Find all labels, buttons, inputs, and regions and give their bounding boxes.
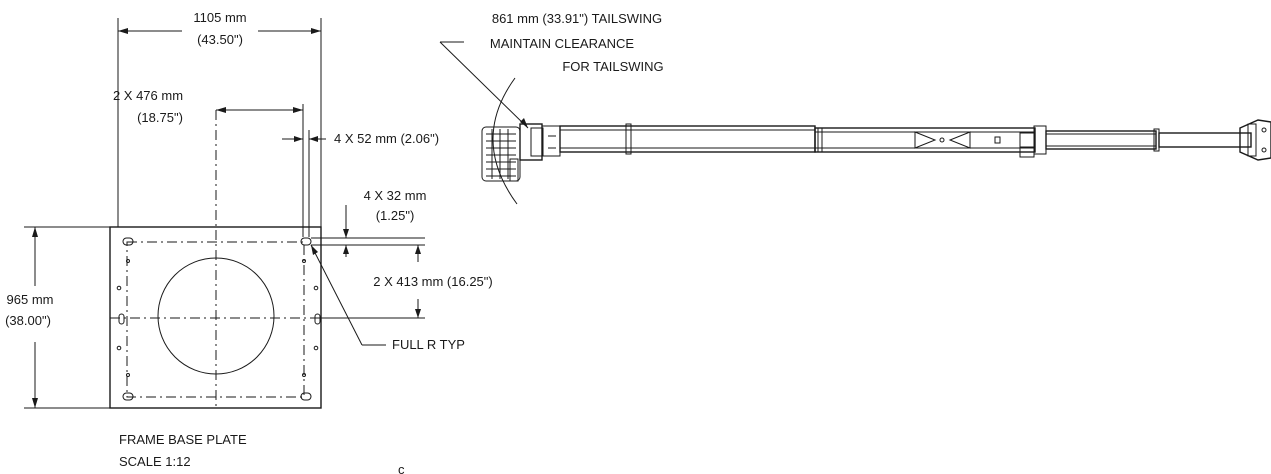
slot-mm-label: 4 X 32 mm <box>364 188 427 203</box>
plate-caption-scale: SCALE 1:12 <box>119 454 191 469</box>
boom-section-4 <box>1158 132 1252 148</box>
dimension-hole-spacing: 2 X 476 mm (18.75") <box>113 88 304 237</box>
dimension-slot: 4 X 32 mm (1.25") <box>311 188 426 257</box>
stray-mark: c <box>398 462 405 474</box>
boom-section-2 <box>814 127 1036 153</box>
corner-radius-leader: FULL R TYP <box>310 244 465 352</box>
mount-hole <box>126 259 130 263</box>
dimension-vertical-spacing: 2 X 413 mm (16.25") <box>321 245 493 319</box>
tailswing-line-3: FOR TAILSWING <box>562 59 663 74</box>
mount-hole <box>313 285 319 291</box>
plate-caption-title: FRAME BASE PLATE <box>119 432 247 447</box>
mount-hole <box>313 345 319 351</box>
mount-hole <box>302 373 306 377</box>
corner-slot <box>122 392 134 401</box>
boom-section-3 <box>1045 130 1157 150</box>
width-mm-label: 1105 mm <box>193 10 246 25</box>
side-slot <box>314 313 321 325</box>
tailswing-line-1: 861 mm (33.91") TAILSWING <box>492 11 662 26</box>
height-in-label: (38.00") <box>5 313 51 328</box>
edge-offset-label: 4 X 52 mm (2.06") <box>334 131 439 146</box>
mount-hole <box>126 373 130 377</box>
boom-assembly <box>481 119 1271 182</box>
side-slot <box>118 313 125 325</box>
tailswing-callout: 861 mm (33.91") TAILSWING MAINTAIN CLEAR… <box>439 11 664 205</box>
tailswing-line-2: MAINTAIN CLEARANCE <box>490 36 635 51</box>
hole-spacing-in-label: (18.75") <box>137 110 183 125</box>
dimension-width: 1105 mm (43.50") <box>117 10 322 227</box>
mount-hole <box>116 345 122 351</box>
corner-note-label: FULL R TYP <box>392 337 465 352</box>
corner-slot <box>300 237 312 246</box>
mount-hole <box>302 259 306 263</box>
dimension-height: 965 mm (38.00") <box>5 226 110 409</box>
corner-slot <box>300 392 312 401</box>
boom-tail <box>481 123 561 182</box>
height-mm-label: 965 mm <box>7 292 54 307</box>
dimension-edge-offset: 4 X 52 mm (2.06") <box>282 130 439 237</box>
vertical-spacing-label: 2 X 413 mm (16.25") <box>373 274 493 289</box>
corner-slot <box>122 237 134 246</box>
boom-head <box>1239 119 1271 161</box>
slot-in-label: (1.25") <box>376 208 415 223</box>
width-in-label: (43.50") <box>197 32 243 47</box>
frame-base-plate <box>109 110 322 409</box>
hole-spacing-mm-label: 2 X 476 mm <box>113 88 183 103</box>
mount-hole <box>116 285 122 291</box>
